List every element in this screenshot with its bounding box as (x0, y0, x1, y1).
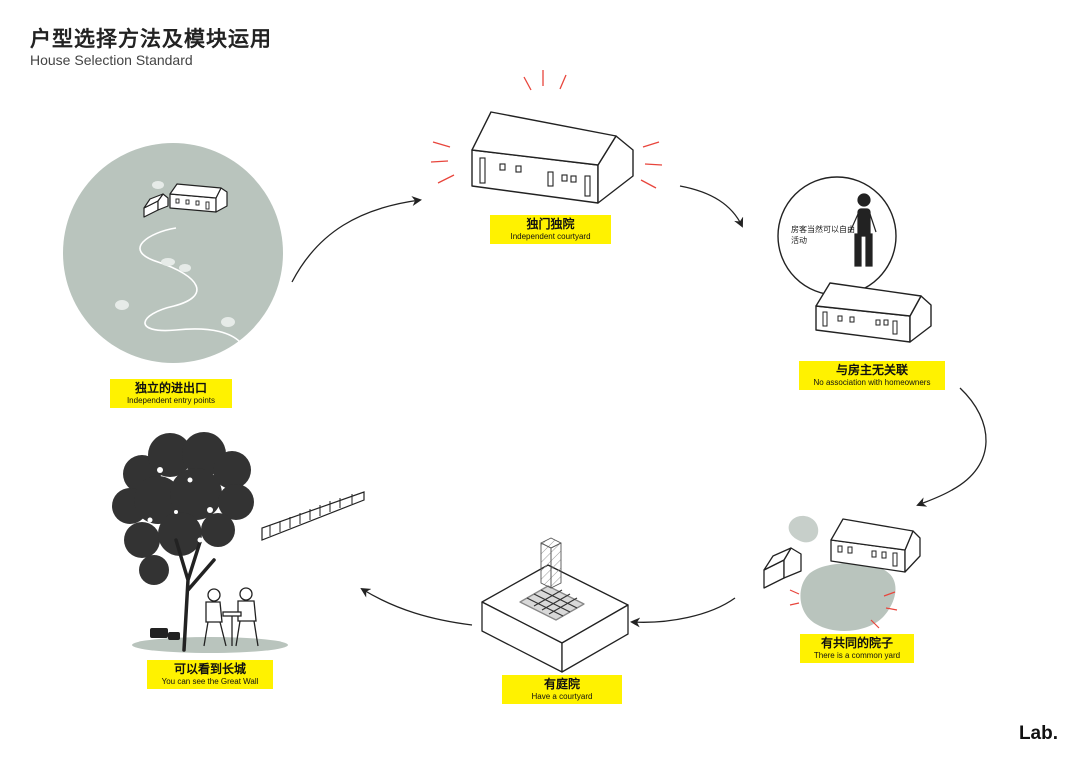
cycle-arrows (291, 185, 987, 628)
great-wall (261, 491, 365, 541)
label-en: No association with homeowners (813, 378, 931, 387)
label-cn: 有庭院 (543, 677, 580, 691)
label-cn: 独立的进出口 (134, 381, 207, 395)
brand-logo: Lab. (1018, 723, 1058, 744)
label-en: Independent courtyard (510, 232, 591, 241)
label-en: Have a courtyard (531, 692, 593, 701)
label-en: There is a common yard (813, 651, 901, 660)
label-en: Independent entry points (126, 396, 216, 405)
label-cn: 与房主无关联 (835, 363, 908, 377)
arrow-noassoc-to-commonyard (916, 387, 987, 507)
label-independent-courtyard: 独门独院 Independent courtyard (490, 215, 611, 244)
tree-canopy (112, 432, 254, 585)
arrow-courtyard-to-bubble (679, 185, 744, 228)
label-cn: 独门独院 (526, 217, 575, 231)
arrow-commonyard-to-courtyard (630, 597, 736, 628)
page-subtitle: House Selection Standard (30, 52, 193, 68)
ground-shadow (132, 637, 288, 653)
entry-points-illustration (63, 143, 283, 363)
label-en: You can see the Great Wall (161, 677, 259, 686)
winding-path (139, 227, 241, 343)
label-have-courtyard: 有庭院 Have a courtyard (502, 675, 622, 704)
burst-lines (430, 70, 663, 189)
courtyard-house-illustration (430, 70, 663, 204)
label-no-association: 与房主无关联 No association with homeowners (799, 361, 945, 390)
label-cn: 可以看到长城 (173, 662, 246, 676)
label-entry-points: 独立的进出口 Independent entry points (110, 379, 232, 408)
homeowner-bubble-illustration (777, 176, 932, 343)
header: 户型选择方法及模块运用 House Selection Standard (30, 26, 272, 68)
courtyard-box-illustration (481, 537, 629, 673)
label-common-yard: 有共同的院子 There is a common yard (800, 634, 914, 663)
arrow-entry-to-courtyard (291, 196, 422, 283)
common-yard-illustration (763, 515, 921, 631)
bubble-caption: 房客当然可以自由活动 (791, 225, 855, 245)
person-figure (849, 193, 877, 267)
yard-blob (800, 563, 896, 631)
great-wall-illustration (112, 432, 365, 653)
seated-people (203, 587, 259, 647)
page-title: 户型选择方法及模块运用 (30, 27, 272, 51)
label-great-wall: 可以看到长城 You can see the Great Wall (147, 660, 273, 689)
arrow-courtyard-to-greatwall (360, 587, 473, 626)
label-cn: 有共同的院子 (820, 636, 893, 650)
